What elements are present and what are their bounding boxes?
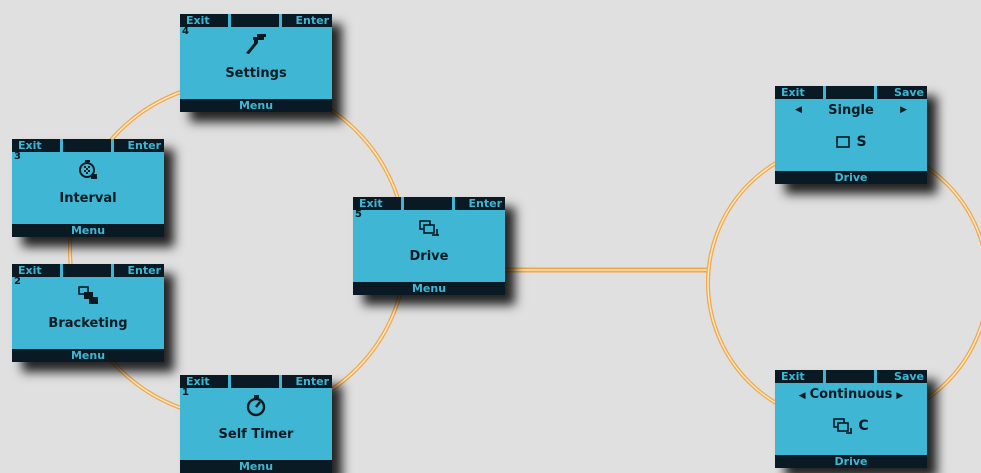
drive-mode-indicator: S: [775, 131, 927, 153]
interval-timer-icon: [79, 160, 97, 179]
drive-screen[interactable]: Exit Enter 5 Drive Menu: [353, 197, 505, 295]
exit-softkey[interactable]: Exit: [775, 86, 823, 99]
exit-softkey[interactable]: Exit: [180, 375, 228, 388]
menu-number: 2: [14, 276, 21, 287]
drive-single-screen[interactable]: Exit Save ◀ Single ▶ S Drive: [775, 86, 927, 184]
menu-number: 5: [355, 209, 362, 220]
menu-title: Interval: [59, 191, 117, 206]
drive-frames-icon: [419, 220, 439, 236]
stopwatch-icon: [246, 395, 266, 417]
option-selector[interactable]: ◀Continuous▶: [775, 386, 927, 403]
menu-softkey[interactable]: Menu: [180, 99, 332, 112]
blank-softkey: [231, 14, 279, 27]
softkey-bar: Exit Enter: [12, 139, 164, 152]
menu-title: Settings: [225, 66, 287, 81]
softkey-bar: Exit Enter: [180, 375, 332, 388]
blank-softkey: [826, 370, 874, 383]
mode-label: C: [858, 418, 869, 434]
menu-title: Drive: [409, 249, 449, 264]
drive-softkey[interactable]: Drive: [775, 455, 927, 468]
menu-softkey[interactable]: Menu: [12, 349, 164, 362]
menu-softkey[interactable]: Menu: [353, 282, 505, 295]
bracketing-screen[interactable]: Exit Enter 2 Bracketing Menu: [12, 264, 164, 362]
softkey-bar: Exit Save: [775, 370, 927, 383]
menu-number: 4: [182, 26, 189, 37]
exit-softkey[interactable]: Exit: [12, 139, 60, 152]
wrench-icon: [246, 34, 266, 54]
save-softkey[interactable]: Save: [877, 86, 927, 99]
interval-screen[interactable]: Exit Enter 3 Interval Menu: [12, 139, 164, 237]
menu-number: 1: [182, 387, 189, 398]
menu-softkey[interactable]: Menu: [180, 460, 332, 473]
option-label: Continuous: [809, 387, 893, 402]
drive-mode-indicator: C: [775, 415, 927, 437]
softkey-bar: Exit Enter: [180, 14, 332, 27]
menu-title: Self Timer: [218, 427, 294, 442]
blank-softkey: [826, 86, 874, 99]
softkey-bar: Exit Save: [775, 86, 927, 99]
self-timer-screen[interactable]: Exit Enter 1 Self Timer Menu: [180, 375, 332, 473]
right-arrow-icon[interactable]: ▶: [900, 105, 907, 115]
settings-screen[interactable]: Exit Enter 4 Settings Menu: [180, 14, 332, 112]
enter-softkey[interactable]: Enter: [114, 139, 164, 152]
blank-softkey: [231, 375, 279, 388]
drive-continuous-screen[interactable]: Exit Save ◀Continuous▶ C Drive: [775, 370, 927, 468]
menu-title: Bracketing: [48, 316, 128, 331]
enter-softkey[interactable]: Enter: [282, 14, 332, 27]
menu-softkey[interactable]: Menu: [12, 224, 164, 237]
continuous-frames-icon: [833, 418, 853, 434]
blank-softkey: [404, 197, 452, 210]
exit-softkey[interactable]: Exit: [775, 370, 823, 383]
blank-softkey: [63, 139, 111, 152]
mode-label: S: [856, 134, 867, 150]
save-softkey[interactable]: Save: [877, 370, 927, 383]
exit-softkey[interactable]: Exit: [180, 14, 228, 27]
option-selector[interactable]: ◀ Single ▶: [775, 102, 927, 119]
right-arrow-icon[interactable]: ▶: [896, 391, 904, 401]
exit-softkey[interactable]: Exit: [12, 264, 60, 277]
drive-softkey[interactable]: Drive: [775, 171, 927, 184]
option-label: Single: [828, 103, 874, 118]
blank-softkey: [63, 264, 111, 277]
exit-softkey[interactable]: Exit: [353, 197, 401, 210]
menu-number: 3: [14, 151, 21, 162]
bracketing-icon: [78, 286, 98, 304]
enter-softkey[interactable]: Enter: [114, 264, 164, 277]
enter-softkey[interactable]: Enter: [282, 375, 332, 388]
enter-softkey[interactable]: Enter: [455, 197, 505, 210]
softkey-bar: Exit Enter: [12, 264, 164, 277]
left-arrow-icon[interactable]: ◀: [798, 391, 806, 401]
left-arrow-icon[interactable]: ◀: [795, 105, 802, 115]
single-frame-icon: [836, 136, 851, 148]
softkey-bar: Exit Enter: [353, 197, 505, 210]
